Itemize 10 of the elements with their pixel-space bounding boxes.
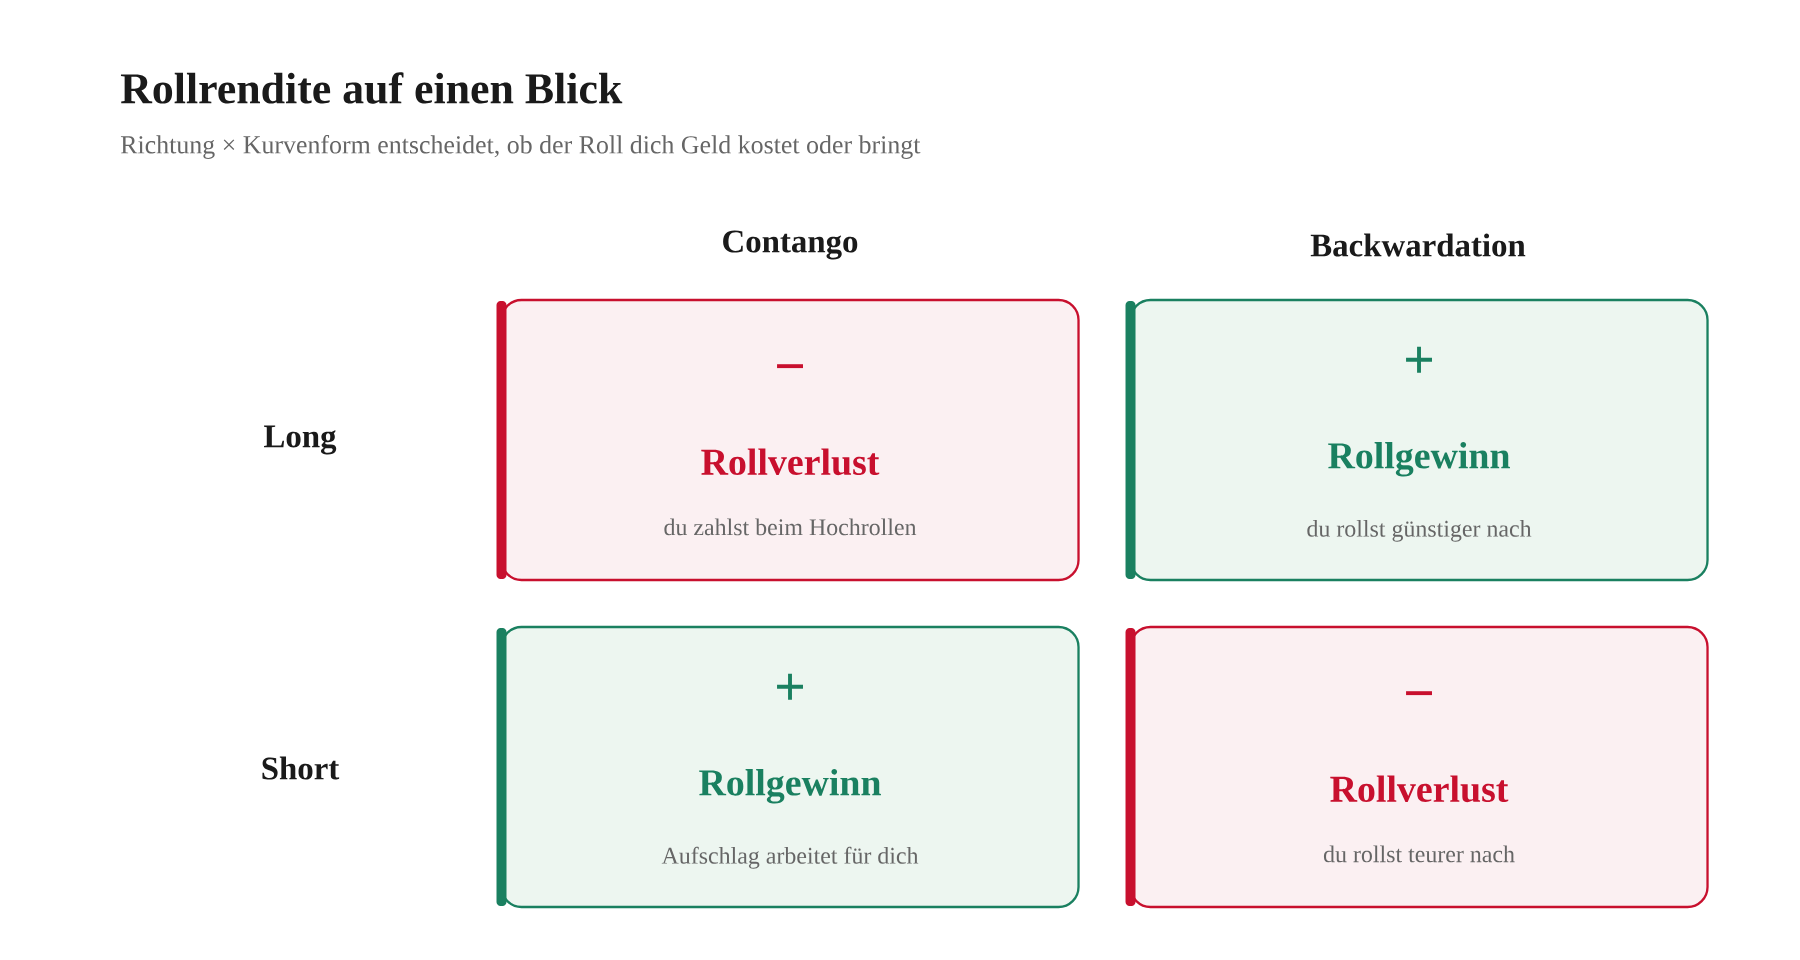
row-header: Short — [262, 756, 340, 780]
row-header: Long — [264, 425, 337, 455]
subtitle: Richtung × Kurvenform entscheidet, ob der Roll dich Geld kostet oder bringt — [120, 135, 921, 159]
column-header: Backwardation — [1310, 233, 1526, 257]
title: Rollrendite auf einen Blick — [120, 72, 623, 104]
column-header: Contango — [723, 230, 858, 260]
result-card: − Rollverlust du zahlst beim Hochrollen — [496, 298, 1080, 582]
result-card: + Rollgewinn Aufschlag arbeitet für dich — [496, 625, 1080, 909]
result-card: + Rollgewinn du rollst günstiger nach — [1125, 298, 1709, 582]
result-card: − Rollverlust du rollst teurer nach — [1125, 625, 1709, 909]
